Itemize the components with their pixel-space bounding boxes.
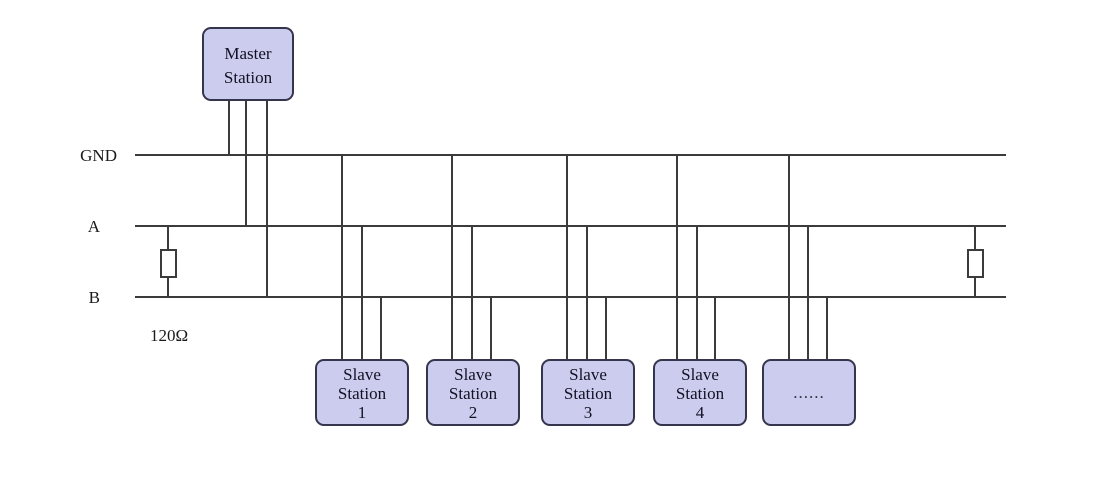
master-station-box[interactable] (202, 27, 294, 101)
slave-station-1-label-line3: 1 (358, 403, 367, 422)
right-terminator (967, 226, 984, 297)
master-station-label-line2: Station (224, 68, 273, 87)
slave-station-more-ellipsis: ...... (793, 383, 825, 402)
slave-station-4-label-line3: 4 (696, 403, 705, 422)
slave-station-2-label-line2: Station (449, 384, 498, 403)
slave-station-1-label-line1: Slave (343, 365, 381, 384)
slave-station-3-box[interactable] (541, 359, 635, 426)
master-station[interactable]: Master Station (202, 27, 294, 101)
bus-label-b: B (89, 288, 100, 307)
slave-station-1-stubs (341, 155, 382, 360)
slave-station-2-label-line1: Slave (454, 365, 492, 384)
slave-station-1-label-line2: Station (338, 384, 387, 403)
master-station-stubs (228, 100, 268, 297)
slave-station-3-label-line3: 3 (584, 403, 593, 422)
slave-station-more-stubs (788, 155, 828, 360)
bus-label-a: A (88, 217, 101, 236)
slave-station-3-stubs (566, 155, 607, 360)
master-station-label-line1: Master (224, 44, 272, 63)
slave-station-4-stubs (676, 155, 716, 360)
slave-station-3-label-line2: Station (564, 384, 613, 403)
slave-station-1[interactable]: Slave Station 1 (315, 359, 409, 426)
slave-station-3[interactable]: Slave Station 3 (541, 359, 635, 426)
slave-station-4-label-line1: Slave (681, 365, 719, 384)
slave-station-4[interactable]: Slave Station 4 (653, 359, 747, 426)
right-terminator-resistor-body (967, 249, 984, 278)
slave-station-4-box[interactable] (653, 359, 747, 426)
slave-station-more[interactable]: ...... (762, 359, 856, 426)
slave-station-1-box[interactable] (315, 359, 409, 426)
left-terminator: 120Ω (150, 226, 188, 345)
bus-lines (135, 154, 1006, 298)
slave-station-2-label-line3: 2 (469, 403, 478, 422)
slave-station-2[interactable]: Slave Station 2 (426, 359, 520, 426)
slave-station-2-stubs (451, 155, 492, 360)
bus-label-gnd: GND (80, 146, 117, 165)
left-terminator-label: 120Ω (150, 326, 188, 345)
left-terminator-resistor-body (160, 249, 177, 278)
slave-station-3-label-line1: Slave (569, 365, 607, 384)
slave-station-2-box[interactable] (426, 359, 520, 426)
slave-station-4-label-line2: Station (676, 384, 725, 403)
bus-labels: GND A B (80, 146, 117, 307)
slave-station-more-box[interactable] (762, 359, 856, 426)
